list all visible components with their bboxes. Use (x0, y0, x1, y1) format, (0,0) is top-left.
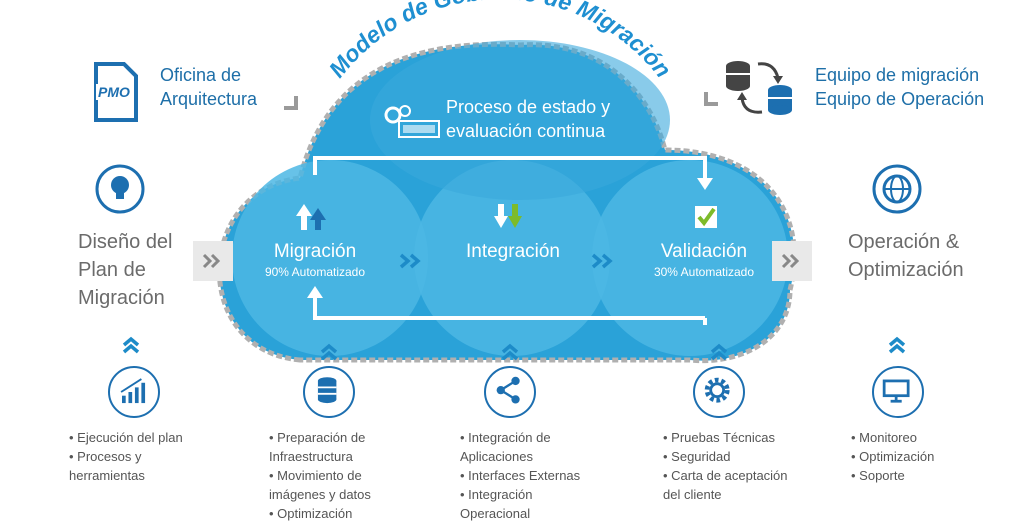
pmo-badge: PMO (96, 84, 132, 100)
list-item: Operacional (460, 506, 531, 521)
chevron-up-icon (320, 343, 338, 361)
list-item: herramientas (69, 468, 145, 483)
gear-icon (693, 366, 745, 418)
page-title: Modelo de Gobierno de Migración (324, 0, 677, 82)
teams-label: Equipo de migración Equipo de Operación (815, 65, 985, 109)
column-list-plan: • Ejecución del plan • Procesos y herram… (69, 428, 183, 485)
operation-label: Operación & Optimización (848, 231, 964, 281)
list-item: • Procesos y (69, 449, 142, 464)
tab-arrow-left (193, 241, 233, 281)
list-item: • Pruebas Técnicas (663, 430, 775, 445)
list-item: • Soporte (851, 468, 905, 483)
upload-arrows-icon (296, 204, 326, 230)
pmo-document-icon: PMO (90, 62, 140, 122)
database-sync-icon (722, 58, 802, 118)
corner-arrow-icon (704, 92, 718, 106)
column-list-validation: • Pruebas Técnicas • Seguridad • Carta d… (663, 428, 788, 504)
stage-integration: Integración (465, 241, 560, 262)
stage-migration: Migración 90% Automatizado (264, 241, 366, 279)
chevron-right-icon (399, 253, 421, 269)
share-nodes-icon (484, 366, 536, 418)
corner-arrow-icon (284, 96, 298, 110)
process-gears-icon (384, 105, 440, 138)
pmo-label: Oficina de Arquitectura (160, 65, 258, 109)
design-plan-label: Diseño del Plan de Migración (78, 231, 173, 309)
tab-arrow-right (772, 241, 812, 281)
list-item: • Seguridad (663, 449, 731, 464)
stage-validation: Validación 30% Automatizado (653, 241, 755, 279)
download-arrows-icon (494, 204, 522, 228)
list-item: • Monitoreo (851, 430, 917, 445)
checkbox-icon (695, 206, 717, 228)
list-item: • Optimización (851, 449, 935, 464)
chevron-up-icon (710, 343, 728, 361)
list-item: del cliente (663, 487, 722, 502)
column-list-integration: • Integración de Aplicaciones • Interfac… (460, 428, 580, 523)
column-list-migration: • Preparación de Infraestructura • Movim… (269, 428, 371, 523)
list-item: • Integración (460, 487, 533, 502)
list-item: Aplicaciones (460, 449, 533, 464)
list-item: Infraestructura (269, 449, 353, 464)
database-icon (303, 366, 355, 418)
list-item: • Carta de aceptación (663, 468, 788, 483)
list-item: • Ejecución del plan (69, 430, 183, 445)
list-item: • Interfaces Externas (460, 468, 581, 483)
idea-icon-circle (95, 164, 145, 214)
chevron-right-icon (591, 253, 613, 269)
growth-chart-icon (108, 366, 160, 418)
process-label: Proceso de estado y evaluación continua (446, 97, 611, 141)
column-list-operation: • Monitoreo • Optimización • Soporte (851, 428, 934, 485)
chevron-up-icon (122, 336, 140, 354)
globe-icon-circle (872, 164, 922, 214)
list-item: • Movimiento de (269, 468, 362, 483)
svg-text:Modelo de Gobierno de Migració: Modelo de Gobierno de Migración (324, 0, 677, 82)
monitor-icon (872, 366, 924, 418)
title-curve: Modelo de Gobierno de Migración (324, 0, 677, 82)
list-item: • Integración de (460, 430, 551, 445)
chevron-up-icon (888, 336, 906, 354)
list-item: • Optimización (269, 506, 353, 521)
list-item: • Preparación de (269, 430, 366, 445)
list-item: imágenes y datos (269, 487, 371, 502)
chevron-up-icon (501, 343, 519, 361)
